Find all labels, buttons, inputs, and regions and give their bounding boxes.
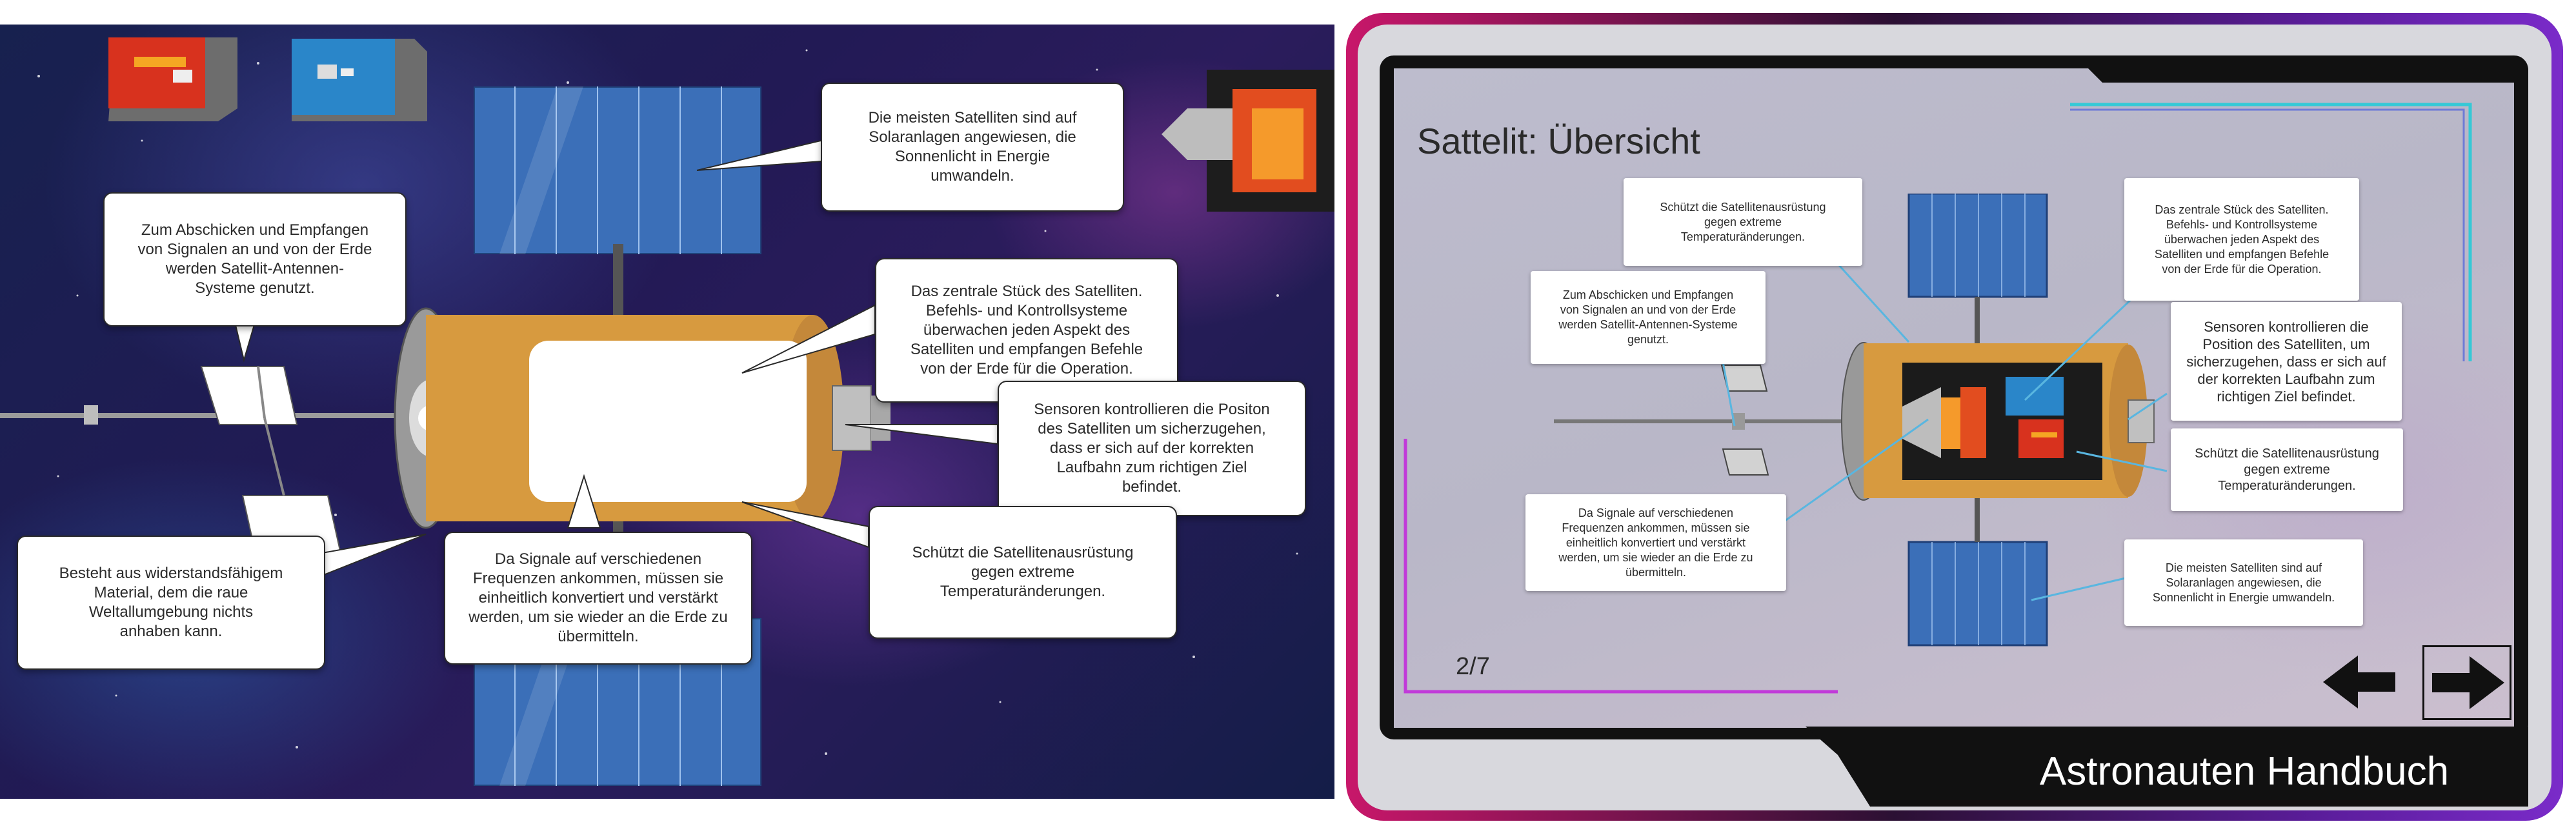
next-button[interactable] [2422, 645, 2511, 720]
callout-solar-text: Die meisten Satelliten sind auf Solaranl… [868, 109, 1077, 185]
callout-core: Das zentrale Stück des Satelliten. Befeh… [2124, 178, 2359, 301]
callout-sensors: Sensoren kontrollieren die Positon des S… [998, 381, 1306, 516]
module-thumbnail-blue [292, 39, 427, 121]
callout-thermal-top-text: Schützt die Satellitenausrüstung gegen e… [1660, 200, 1826, 243]
callout-antenna-text: Zum Abschicken und Empfangen von Signale… [1558, 288, 1738, 346]
arrow-right-icon [2432, 656, 2504, 709]
page-title: Sattelit: Übersicht [1417, 121, 1700, 161]
callout-antenna: Zum Abschicken und Empfangen von Signale… [103, 192, 407, 326]
callout-connectors [1720, 256, 2168, 601]
module-thumbnail-red [108, 37, 237, 121]
arrow-left-icon [2323, 656, 2395, 708]
callout-thermal-right: Schützt die Satellitenausrüstung gegen e… [2171, 428, 2403, 511]
callout-thermal: Schützt die Satellitenausrüstung gegen e… [869, 506, 1177, 639]
callout-thermal-right-text: Schützt die Satellitenausrüstung gegen e… [2195, 446, 2379, 493]
footer-title: Astronauten Handbuch [2039, 749, 2450, 794]
sensor-module-corner [1162, 70, 1334, 212]
callout-solar: Die meisten Satelliten sind auf Solaranl… [821, 83, 1124, 212]
callout-signals: Da Signale auf verschiedenen Frequenzen … [444, 532, 752, 665]
callout-sensors: Sensoren kontrollieren die Position des … [2171, 302, 2402, 421]
callout-thermal-top: Schützt die Satellitenausrüstung gegen e… [1624, 178, 1862, 266]
callout-core: Das zentrale Stück des Satelliten. Befeh… [875, 258, 1178, 403]
satellite-body [0, 244, 891, 579]
callout-thermal-text: Schützt die Satellitenausrüstung gegen e… [912, 544, 1134, 600]
handbook-screen: Sattelit: Übersicht [1334, 0, 2576, 833]
callout-antenna-text: Zum Abschicken und Empfangen von Signale… [137, 221, 372, 297]
callout-material-text: Besteht aus widerstandsfähigem Material,… [59, 565, 283, 640]
prev-button[interactable] [2318, 648, 2402, 716]
callout-signals-text: Da Signale auf verschiedenen Frequenzen … [1558, 506, 1753, 579]
solar-panel-top [474, 86, 761, 254]
satellite-illustration [1554, 194, 2155, 647]
satellite-diagram-scene: Zum Abschicken und Empfangen von Signale… [0, 25, 1334, 799]
accent-lines [1380, 68, 2528, 807]
callout-core-text: Das zentrale Stück des Satelliten. Befeh… [910, 283, 1143, 377]
callout-material: Besteht aus widerstandsfähigem Material,… [17, 536, 325, 670]
callout-sensors-text: Sensoren kontrollieren die Positon des S… [1034, 401, 1270, 496]
callout-core-text: Das zentrale Stück des Satelliten. Befeh… [2154, 203, 2329, 276]
callout-sensors-text: Sensoren kontrollieren die Position des … [2186, 318, 2386, 405]
callout-antenna: Zum Abschicken und Empfangen von Signale… [1531, 271, 1766, 364]
callout-signals: Da Signale auf verschiedenen Frequenzen … [1525, 494, 1786, 591]
callout-signals-text: Da Signale auf verschiedenen Frequenzen … [468, 550, 728, 645]
callout-solar: Die meisten Satelliten sind auf Solaranl… [2124, 539, 2363, 626]
page-indicator: 2/7 [1456, 653, 1490, 680]
callout-solar-text: Die meisten Satelliten sind auf Solaranl… [2152, 561, 2335, 604]
